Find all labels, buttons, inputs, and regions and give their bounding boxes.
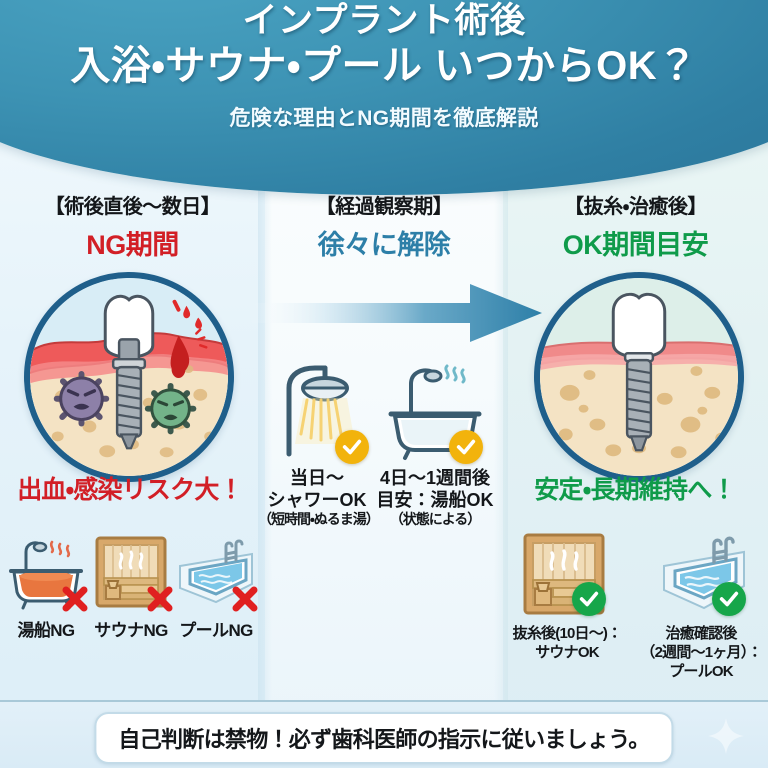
ok-label-row: 抜糸後(10日〜)： サウナOK 治癒確認後 （2週間〜1ヶ月）： プールOK bbox=[500, 625, 768, 681]
ng-label-sauna: サウナNG bbox=[94, 621, 168, 640]
shower-line2: シャワーOK bbox=[267, 489, 367, 510]
middle-item-bathtub bbox=[381, 358, 485, 466]
left-phase-label: NG期間 bbox=[86, 230, 179, 260]
sauna-ng-x-icon bbox=[145, 584, 175, 614]
ng-item-sauna: サウナNG bbox=[91, 532, 173, 641]
ok-item-sauna bbox=[512, 530, 616, 618]
right-caption: 安定・長期維持へ！ bbox=[534, 476, 736, 504]
left-caption: 出血・感染リスク大！ bbox=[17, 476, 243, 504]
ok-label-pool: 治癒確認後 （2週間〜1ヶ月）： プールOK bbox=[640, 625, 762, 680]
shower-ok-check-badge bbox=[335, 430, 369, 464]
sauna-room-icon bbox=[523, 533, 605, 615]
bathtub-ng-x-icon bbox=[60, 584, 90, 614]
shower-line1: 当日〜 bbox=[290, 468, 344, 488]
bathtub-line1: 4日〜1週間後 bbox=[379, 468, 491, 488]
pool-ng-x-icon bbox=[230, 584, 260, 614]
header-banner: インプラント術後 入浴・サウナ・プール いつからOK？ 危険な理由とNG期間を徹… bbox=[0, 0, 768, 195]
page-subtitle: 危険な理由とNG期間を徹底解説 bbox=[229, 107, 539, 131]
header-text-group: インプラント術後 入浴・サウナ・プール いつからOK？ 危険な理由とNG期間を徹… bbox=[0, 0, 768, 132]
column-heading-right: 【抜糸・治癒後】 OK期間目安 bbox=[503, 190, 768, 262]
middle-phase-label: 徐々に解除 bbox=[317, 230, 451, 260]
left-bracket-label: 【術後直後〜数日】 bbox=[44, 196, 221, 218]
illustration-implant-inflamed bbox=[24, 272, 234, 482]
middle-item-shower bbox=[267, 358, 371, 466]
middle-bracket-label: 【経過観察期】 bbox=[315, 196, 453, 218]
ng-label-pool: プールNG bbox=[179, 621, 253, 640]
middle-label-shower: 当日〜 シャワーOK （短時間・ぬるま湯） bbox=[258, 468, 380, 528]
ng-label-bathtub: 湯船NG bbox=[17, 621, 75, 640]
middle-label-row: 当日〜 シャワーOK （短時間・ぬるま湯） 4日〜1週間後 目安：湯船OK （状… bbox=[258, 468, 494, 528]
middle-icon-row bbox=[262, 358, 490, 466]
middle-label-bathtub: 4日〜1週間後 目安：湯船OK （状態による） bbox=[376, 468, 494, 528]
page-title-line1: インプラント術後 bbox=[242, 1, 526, 40]
sparkle-icon bbox=[706, 716, 746, 756]
ng-item-row: 湯船NG bbox=[6, 532, 258, 641]
bathtub-ok-check-badge bbox=[449, 430, 483, 464]
footer-divider bbox=[0, 700, 768, 702]
sauna-ok-check-badge bbox=[572, 582, 606, 616]
pool-ok-check-badge bbox=[712, 582, 746, 616]
ok-item-row bbox=[512, 530, 756, 618]
right-phase-label: OK期間目安 bbox=[562, 230, 709, 260]
page-title-line2: 入浴・サウナ・プール いつからOK？ bbox=[70, 44, 698, 89]
illustration-implant-healed bbox=[534, 272, 744, 482]
footer-notice: 自己判断は禁物！必ず歯科医師の指示に従いましょう。 bbox=[94, 712, 674, 764]
ok-item-pool bbox=[652, 530, 756, 618]
right-bracket-label: 【抜糸・治癒後】 bbox=[564, 196, 707, 218]
ok-label-sauna: 抜糸後(10日〜)： サウナOK bbox=[512, 625, 622, 661]
column-heading-left: 【術後直後〜数日】 NG期間 bbox=[0, 190, 265, 262]
progress-arrow bbox=[248, 282, 544, 344]
bathtub-line3: （状態による） bbox=[389, 511, 482, 528]
ng-item-pool: プールNG bbox=[176, 532, 258, 641]
column-heading-middle: 【経過観察期】 徐々に解除 bbox=[265, 190, 503, 262]
shower-head-icon bbox=[286, 365, 355, 457]
ng-item-bathtub: 湯船NG bbox=[6, 532, 88, 641]
shower-line3: （短時間・ぬるま湯） bbox=[258, 511, 380, 528]
bathtub-line2: 目安：湯船OK bbox=[376, 489, 494, 510]
column-headings: 【術後直後〜数日】 NG期間 【経過観察期】 徐々に解除 【抜糸・治癒後】 OK… bbox=[0, 190, 768, 262]
